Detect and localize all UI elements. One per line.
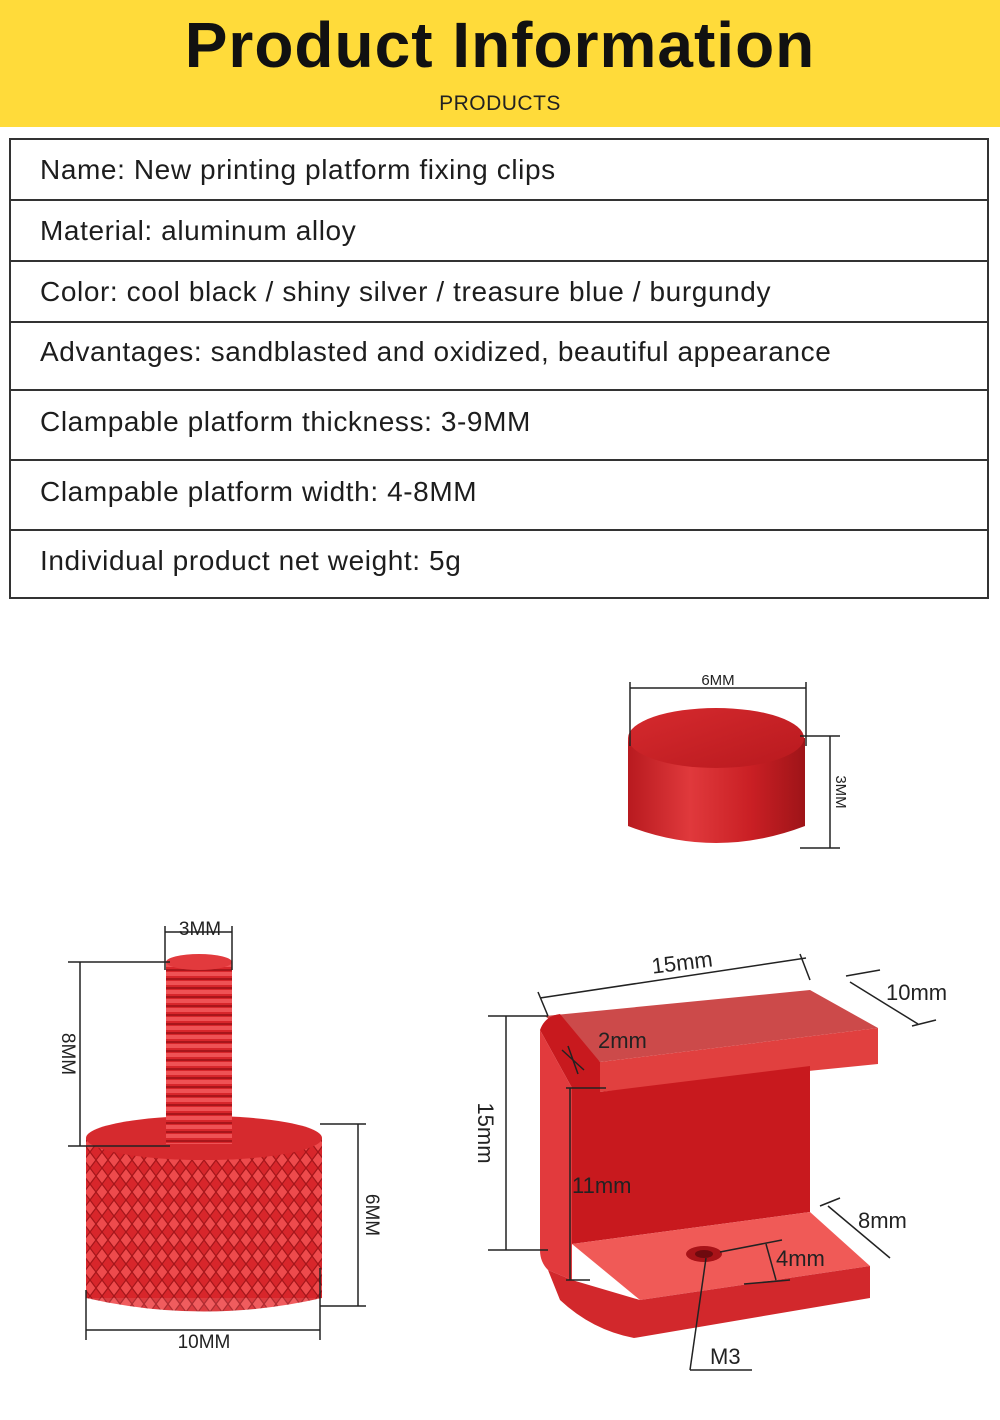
product-illustration: 6MM 3MM 3MM 8MM 6MM 10MM (57, 672, 947, 1371)
spec-row-thickness: Clampable platform thickness: 3-9MM (11, 391, 987, 461)
clip-bottom-depth-label: 8mm (858, 1208, 907, 1233)
spec-row-weight: Individual product net weight: 5g (11, 531, 987, 597)
spec-row-material: Material: aluminum alloy (11, 201, 987, 262)
screw-head-height-label: 6MM (361, 1194, 382, 1236)
spec-weight: Individual product net weight: 5g (40, 545, 462, 576)
clip-height-label: 15mm (473, 1102, 498, 1163)
spec-row-width: Clampable platform width: 4-8MM (11, 461, 987, 531)
screw-thread-length-label: 8MM (57, 1033, 78, 1075)
clip-inner-height-label: 11mm (572, 1173, 632, 1198)
spec-thickness: Clampable platform thickness: 3-9MM (40, 406, 531, 437)
spec-advantages: Advantages: sandblasted and oxidized, be… (40, 336, 832, 367)
clip-hole-offset-label: 4mm (776, 1246, 825, 1271)
clip-thickness-label: 2mm (598, 1028, 647, 1053)
spec-row-color: Color: cool black / shiny silver / treas… (11, 262, 987, 323)
spec-color: Color: cool black / shiny silver / treas… (40, 275, 772, 307)
screw-part: 3MM 8MM 6MM 10MM (57, 919, 382, 1353)
spec-name: Name: New printing platform fixing clips (40, 153, 556, 185)
screw-thread-width-label: 3MM (179, 919, 221, 940)
header-banner: Product Information PRODUCTS (0, 0, 1000, 127)
spec-width: Clampable platform width: 4-8MM (40, 476, 478, 507)
spec-table: Name: New printing platform fixing clips… (9, 138, 989, 599)
page-title: Product Information (184, 9, 816, 81)
cap-part: 6MM 3MM (628, 672, 849, 849)
clip-depth-label: 10mm (886, 980, 947, 1005)
clip-part: 15mm 10mm 2mm 15mm 11mm 8mm 4mm M3 (473, 946, 947, 1371)
spec-row-name: Name: New printing platform fixing clips (11, 140, 987, 201)
spec-row-advantages: Advantages: sandblasted and oxidized, be… (11, 323, 987, 391)
cap-width-label: 6MM (701, 672, 734, 689)
spec-material: Material: aluminum alloy (40, 214, 357, 246)
cap-height-label: 3MM (832, 775, 849, 808)
clip-screw-label: M3 (710, 1344, 741, 1369)
page-subtitle: PRODUCTS (439, 92, 561, 115)
screw-head-width-label: 10MM (178, 1332, 231, 1353)
